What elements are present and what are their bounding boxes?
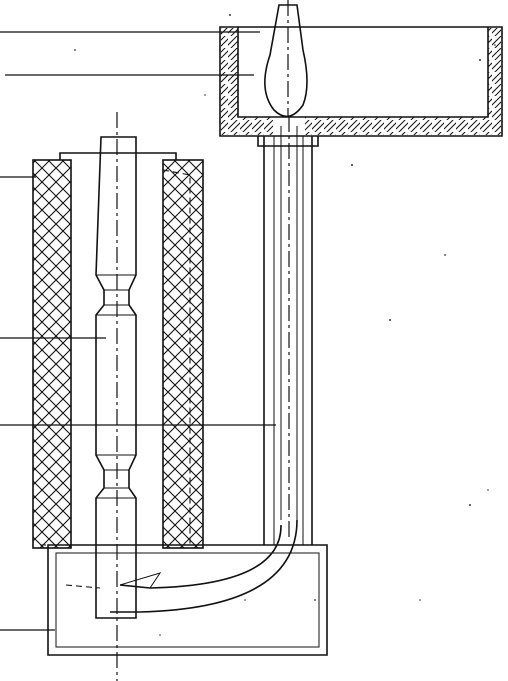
tube-collar bbox=[257, 136, 319, 147]
crucible-right-wall-hatch bbox=[488, 28, 501, 117]
scan-speckles bbox=[74, 14, 496, 636]
induction-coil bbox=[32, 152, 205, 549]
runner-tip bbox=[119, 572, 162, 589]
housing-inner bbox=[55, 552, 320, 648]
specimen-upper-section bbox=[95, 136, 137, 619]
feed-tube bbox=[257, 116, 319, 545]
crucible-inner-wall bbox=[237, 27, 489, 118]
elbow-channel-inner bbox=[119, 524, 282, 589]
coil-lining-dashed bbox=[162, 169, 191, 545]
housing-outer bbox=[47, 544, 328, 656]
stopper-body bbox=[264, 4, 308, 118]
crucible-floor-right-hatch bbox=[305, 117, 501, 135]
coil-top-cap bbox=[59, 152, 177, 160]
stopper-rod bbox=[264, 0, 308, 118]
crucible-floor-left-hatch bbox=[221, 117, 273, 135]
coil-left-section bbox=[32, 159, 72, 549]
crucible-outer-wall bbox=[219, 26, 503, 137]
runner-dashed-left bbox=[65, 584, 101, 589]
specimen-bar bbox=[95, 112, 137, 681]
callout-leaders bbox=[0, 31, 276, 631]
crucible-left-wall-hatch bbox=[221, 28, 238, 117]
elbow-channel-outer bbox=[110, 519, 298, 613]
upper-crucible bbox=[219, 26, 503, 137]
coil-right-section bbox=[162, 159, 204, 549]
lower-housing bbox=[47, 519, 328, 656]
